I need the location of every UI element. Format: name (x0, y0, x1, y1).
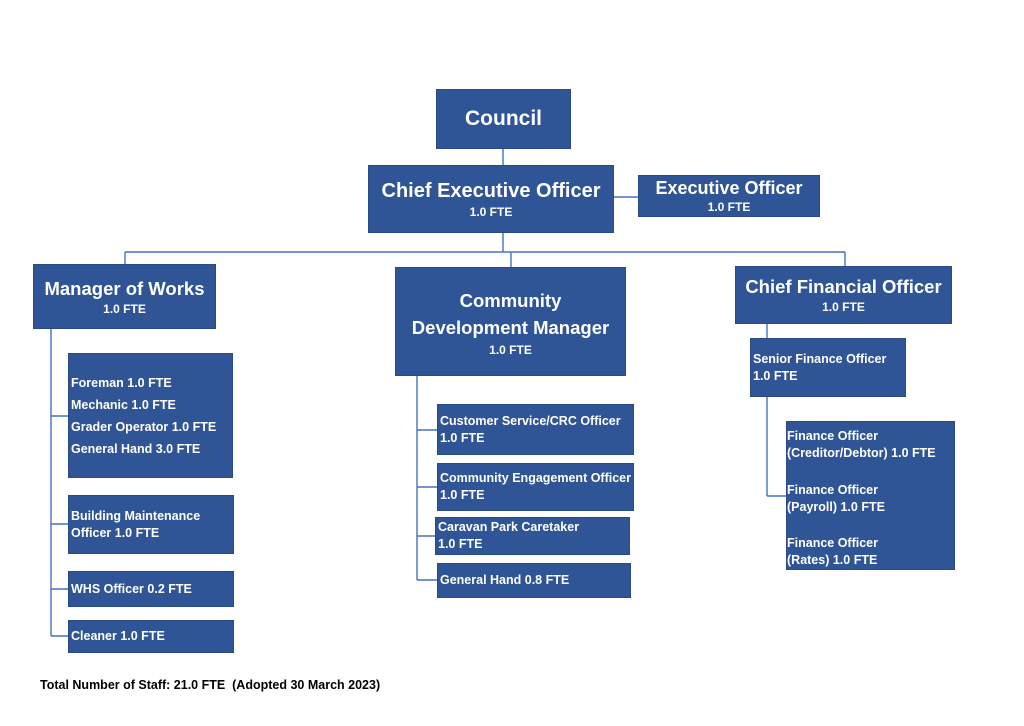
whs-officer-box: WHS Officer 0.2 FTE (68, 571, 234, 607)
finance-officer-rates: Finance Officer (Rates) 1.0 FTE (787, 535, 878, 569)
ceo-box: Chief Executive Officer 1.0 FTE (368, 165, 614, 233)
manager-of-works-fte: 1.0 FTE (103, 301, 146, 316)
chief-financial-officer-box: Chief Financial Officer 1.0 FTE (735, 266, 952, 324)
senior-finance-line2: 1.0 FTE (753, 368, 798, 383)
general-hand-label: General Hand 3.0 FTE (71, 441, 201, 456)
finance-officer-rates-line2: (Rates) 1.0 FTE (787, 553, 878, 567)
finance-officer-creditor-line2: (Creditor/Debtor) 1.0 FTE (787, 446, 936, 460)
cdm-general-hand-box: General Hand 0.8 FTE (437, 563, 631, 598)
senior-finance-officer-box: Senior Finance Officer 1.0 FTE (750, 338, 906, 397)
cdm-title-line2: Development Manager (411, 316, 610, 338)
executive-officer-fte: 1.0 FTE (707, 200, 751, 214)
building-maintenance-line1: Building Maintenance (71, 508, 201, 523)
community-development-manager-box: Community Development Manager 1.0 FTE (395, 267, 626, 376)
cfo-fte: 1.0 FTE (822, 300, 865, 314)
caravan-park-line1: Caravan Park Caretaker (438, 520, 580, 534)
whs-officer-label: WHS Officer 0.2 FTE (71, 581, 192, 596)
council-box: Council (436, 89, 571, 149)
senior-finance-line1: Senior Finance Officer (753, 351, 887, 366)
finance-officer-creditor-line1: Finance Officer (787, 429, 878, 443)
ceo-fte: 1.0 FTE (469, 204, 513, 219)
finance-officer-rates-line1: Finance Officer (787, 536, 878, 550)
mechanic-label: Mechanic 1.0 FTE (71, 397, 176, 412)
customer-service-box: Customer Service/CRC Officer 1.0 FTE (437, 404, 634, 455)
manager-of-works-title: Manager of Works (44, 277, 205, 299)
foreman-label: Foreman 1.0 FTE (71, 375, 172, 390)
cdm-title-line1: Community (459, 289, 562, 311)
building-maintenance-line2: Officer 1.0 FTE (71, 525, 160, 540)
cleaner-label: Cleaner 1.0 FTE (71, 629, 165, 643)
finance-officer-creditor-debtor: Finance Officer (Creditor/Debtor) 1.0 FT… (787, 428, 936, 462)
finance-officer-payroll-line2: (Payroll) 1.0 FTE (787, 500, 885, 514)
executive-officer-box: Executive Officer 1.0 FTE (638, 175, 820, 217)
executive-officer-title: Executive Officer (655, 178, 803, 198)
community-engagement-line1: Community Engagement Officer (440, 471, 631, 485)
customer-service-line2: 1.0 FTE (440, 430, 485, 445)
finance-officer-payroll-line1: Finance Officer (787, 483, 878, 497)
finance-officers-box: Finance Officer (Creditor/Debtor) 1.0 FT… (786, 421, 955, 570)
manager-of-works-box: Manager of Works 1.0 FTE (33, 264, 216, 329)
community-engagement-box: Community Engagement Officer 1.0 FTE (437, 463, 634, 511)
cdm-fte: 1.0 FTE (489, 342, 532, 357)
building-maintenance-box: Building Maintenance Officer 1.0 FTE (68, 495, 234, 554)
cdm-general-hand-label: General Hand 0.8 FTE (440, 573, 570, 587)
grader-operator-label: Grader Operator 1.0 FTE (71, 419, 217, 434)
cfo-title: Chief Financial Officer (745, 276, 942, 297)
cleaner-box: Cleaner 1.0 FTE (68, 620, 234, 653)
customer-service-line1: Customer Service/CRC Officer (440, 413, 621, 428)
caravan-park-box: Caravan Park Caretaker 1.0 FTE (435, 517, 630, 555)
council-title: Council (465, 107, 542, 130)
ceo-title: Chief Executive Officer (381, 179, 601, 202)
finance-officer-payroll: Finance Officer (Payroll) 1.0 FTE (787, 482, 885, 516)
works-field-team-box: Foreman 1.0 FTE Mechanic 1.0 FTE Grader … (68, 353, 233, 478)
community-engagement-line2: 1.0 FTE (440, 488, 485, 502)
caravan-park-line2: 1.0 FTE (438, 537, 483, 551)
total-staff-footer: Total Number of Staff: 21.0 FTE (Adopted… (40, 678, 381, 692)
